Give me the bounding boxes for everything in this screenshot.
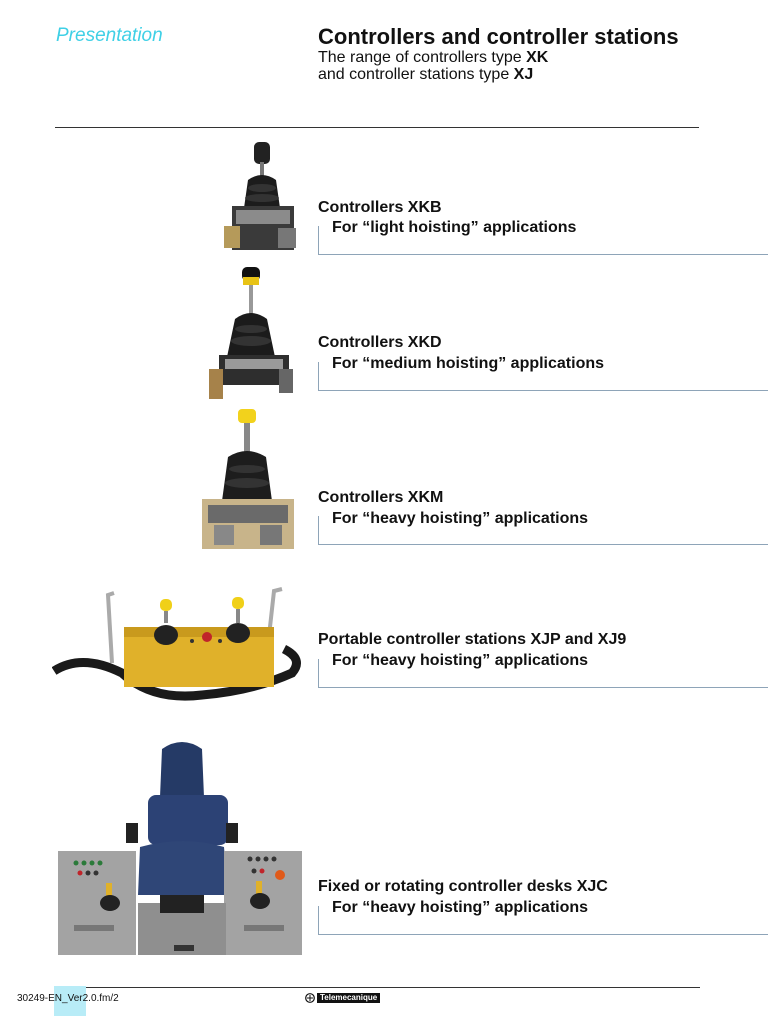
item-subtitle-xkb: For “light hoisting” applications [332, 219, 577, 236]
item-title-xkm: Controllers XKM [318, 489, 444, 506]
footer-highlight-tab [54, 986, 86, 1016]
xkm-controller-image [202, 409, 294, 549]
item-subtitle-portable-station: For “heavy hoisting” applications [332, 652, 589, 669]
page-title: Controllers and controller stations [318, 24, 679, 49]
item-title-xkb: Controllers XKB [318, 199, 442, 216]
item-subtitle-controller-desk: For “heavy hoisting” applications [332, 899, 589, 916]
footer-divider [55, 987, 700, 988]
portable-station-image [52, 587, 301, 701]
item-title-xkd: Controllers XKD [318, 334, 442, 351]
xkd-controller-image [209, 267, 293, 399]
item-title-controller-desk: Fixed or rotating controller desks XJC [318, 878, 608, 895]
section-label: Presentation [56, 25, 163, 46]
item-subtitle-xkd: For “medium hoisting” applications [332, 355, 605, 372]
header-divider [55, 127, 699, 128]
controller-desk-image [58, 742, 302, 955]
item-rule-portable-station [318, 659, 768, 688]
item-title-portable-station: Portable controller stations XJP and XJ9 [318, 631, 627, 648]
footer-file-name: 30249-EN_Ver2.0.fm/2 [17, 993, 119, 1004]
item-rule-xkb [318, 226, 768, 255]
telemecanique-logo-icon [305, 993, 315, 1003]
item-rule-xkm [318, 516, 768, 545]
subtitle-line1-bold: XK [526, 49, 549, 66]
footer-brand-logo: Telemecanique [305, 993, 381, 1003]
item-rule-controller-desk [318, 906, 768, 935]
subtitle-line2-bold: XJ [513, 66, 534, 83]
subtitle-line2-text: and controller stations type [318, 66, 514, 83]
item-subtitle-xkm: For “heavy hoisting” applications [332, 510, 589, 527]
page-subtitle: The range of controllers type XK and con… [318, 49, 548, 83]
item-rule-xkd [318, 362, 768, 391]
subtitle-line1-text: The range of controllers type [318, 49, 527, 66]
xkb-controller-image [224, 142, 296, 250]
footer-brand-name: Telemecanique [317, 993, 381, 1003]
